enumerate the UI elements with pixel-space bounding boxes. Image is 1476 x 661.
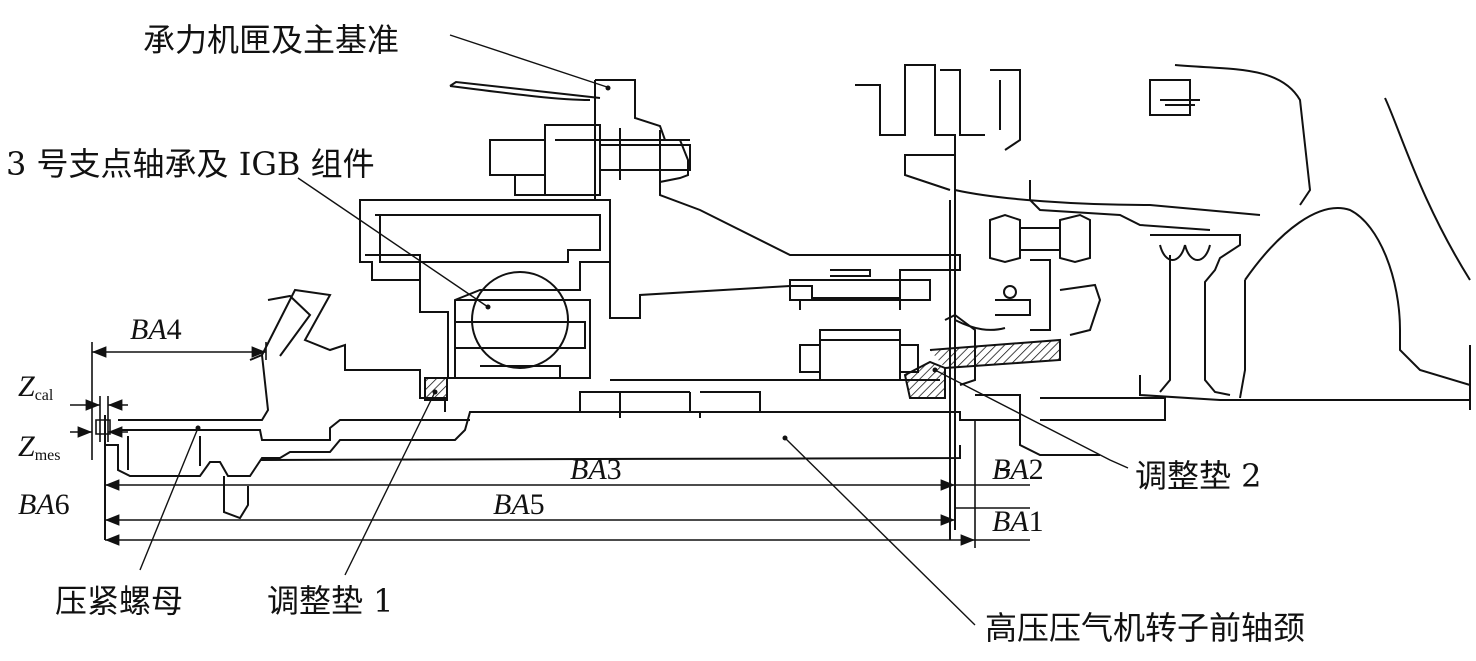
dim-ba3-label: BA3 <box>570 453 622 486</box>
bearing-ball <box>472 272 568 368</box>
shim2-part <box>905 362 945 398</box>
shim1-part <box>425 378 447 400</box>
nut-outline <box>262 290 445 412</box>
leader-lines <box>140 35 1128 625</box>
leader-journal <box>785 438 975 625</box>
dim-ba1-label: BA1 <box>992 505 1044 538</box>
gearbox-frame <box>855 65 955 190</box>
leader-nut <box>140 428 198 570</box>
label-journal: 高压压气机转子前轴颈 <box>985 609 1306 647</box>
label-nut: 压紧螺母 <box>55 582 184 620</box>
dim-ba4-label: BA4 <box>130 313 182 346</box>
gear-right <box>1060 215 1090 262</box>
leader-shim1 <box>345 392 435 575</box>
rear-bearing-block <box>820 330 900 380</box>
leader-bearing <box>298 178 488 307</box>
label-shim2: 调整垫 2 <box>1135 457 1262 495</box>
dim-zmes-label: Zmes <box>18 430 61 464</box>
dim-zcal-label: Zcal <box>18 370 54 404</box>
seal-plate <box>790 280 930 300</box>
gear-left <box>990 215 1020 262</box>
label-shim1: 调整垫 1 <box>267 582 394 620</box>
casing-outline <box>595 80 960 318</box>
mechanical-drawing <box>105 65 1470 540</box>
leader-casing <box>450 35 610 88</box>
bearing-race <box>455 322 585 348</box>
dim-ba6-label: BA6 <box>18 488 70 521</box>
dim-ba2-label: BA2 <box>992 453 1044 486</box>
rotor-journal-outline <box>105 412 1100 476</box>
dim-ba5-label: BA5 <box>493 488 545 521</box>
turbine-disk <box>1150 235 1240 395</box>
label-casing: 承力机匣及主基准 <box>143 21 400 59</box>
label-bearing: 3 号支点轴承及 IGB 组件 <box>6 145 375 183</box>
dimension-lines <box>70 342 1030 548</box>
bearing-housing <box>360 200 610 378</box>
leader-shim2 <box>935 370 1128 468</box>
